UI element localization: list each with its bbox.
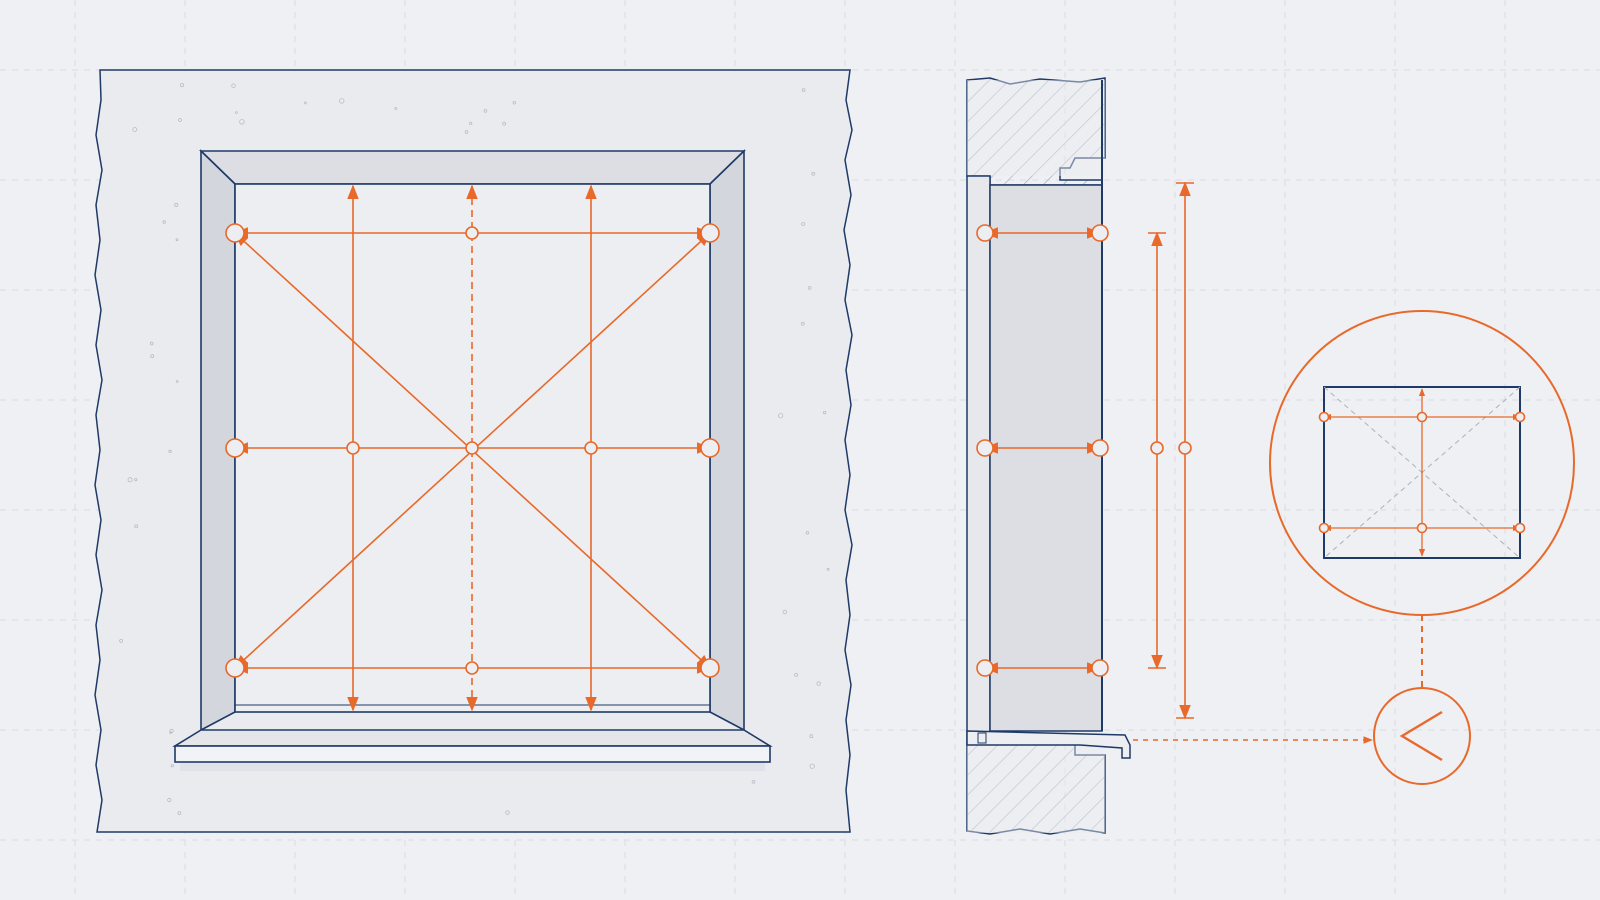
measure-point [700,223,720,243]
speckle [167,797,172,803]
measure-point [1416,411,1428,423]
speckle [175,238,179,242]
measure-point [225,438,245,458]
measure-point [1091,224,1109,242]
speckle [811,171,816,176]
speckle [800,321,805,326]
speckle [174,202,179,207]
detail-window-outline [1323,386,1521,559]
speckle [807,286,812,290]
speckle [177,118,182,122]
speckle [150,354,155,359]
speckle [801,88,806,92]
section-wall-face [966,175,991,744]
speckle [469,121,473,125]
side-section-view [966,77,1194,835]
detail-measure-lines [1318,386,1526,559]
speckle [134,477,138,482]
speckle [169,731,172,734]
speckle [809,763,815,769]
window-sill-top [172,729,773,747]
speckle [502,121,507,126]
detail-callout [1133,310,1575,785]
window-sill-front [174,745,771,763]
measure-point [976,224,994,242]
speckle [505,810,510,815]
measure-point [1318,411,1330,423]
speckle [177,811,182,815]
speckle [303,101,307,105]
front-measure-lines [225,184,720,712]
speckle [394,107,398,110]
measure-point [1514,411,1526,423]
measure-point [1091,439,1109,457]
speckle [149,341,154,346]
callout-badge [1373,687,1471,785]
front-elevation-view [94,69,853,833]
speckle [119,639,123,643]
wall-texture [119,83,830,815]
speckle [170,764,174,768]
measure-point [225,223,245,243]
speckle [778,413,784,419]
speckle [235,111,238,114]
side-measure-lines [976,181,1194,720]
speckle [464,130,469,134]
speckle [231,83,236,88]
less-than-icon [1399,710,1443,762]
measure-point [225,658,245,678]
section-sill [966,730,1131,759]
speckle [127,477,133,483]
speckle [782,609,787,615]
speckle [162,220,166,224]
measure-point [465,226,479,240]
measure-point [976,439,994,457]
speckle [801,222,805,226]
measure-point [1091,659,1109,677]
speckle [168,449,172,453]
speckle [751,779,756,784]
speckle [512,100,516,105]
speckle [809,734,814,739]
measure-point [1514,522,1526,534]
speckle [132,127,138,132]
measure-point [584,441,598,455]
measure-point [1416,522,1428,534]
speckle [175,380,179,383]
measure-point [1318,522,1330,534]
speckle [339,98,345,104]
measure-point [465,441,479,455]
measure-point [465,661,479,675]
measure-point [700,658,720,678]
speckle [483,109,488,113]
frame-top-reveal [199,150,746,185]
measure-point [346,441,360,455]
speckle [826,567,830,571]
measure-point [1150,441,1164,455]
speckle [816,681,821,686]
measure-point [976,659,994,677]
speckle [179,83,184,88]
measure-point [700,438,720,458]
section-wall-bottom [966,742,1106,835]
speckle [805,531,810,535]
speckle [794,673,798,677]
speckle [239,119,245,125]
speckle [134,524,139,529]
measure-point [1178,441,1192,455]
speckle [822,410,827,415]
section-reveal [989,184,1103,732]
